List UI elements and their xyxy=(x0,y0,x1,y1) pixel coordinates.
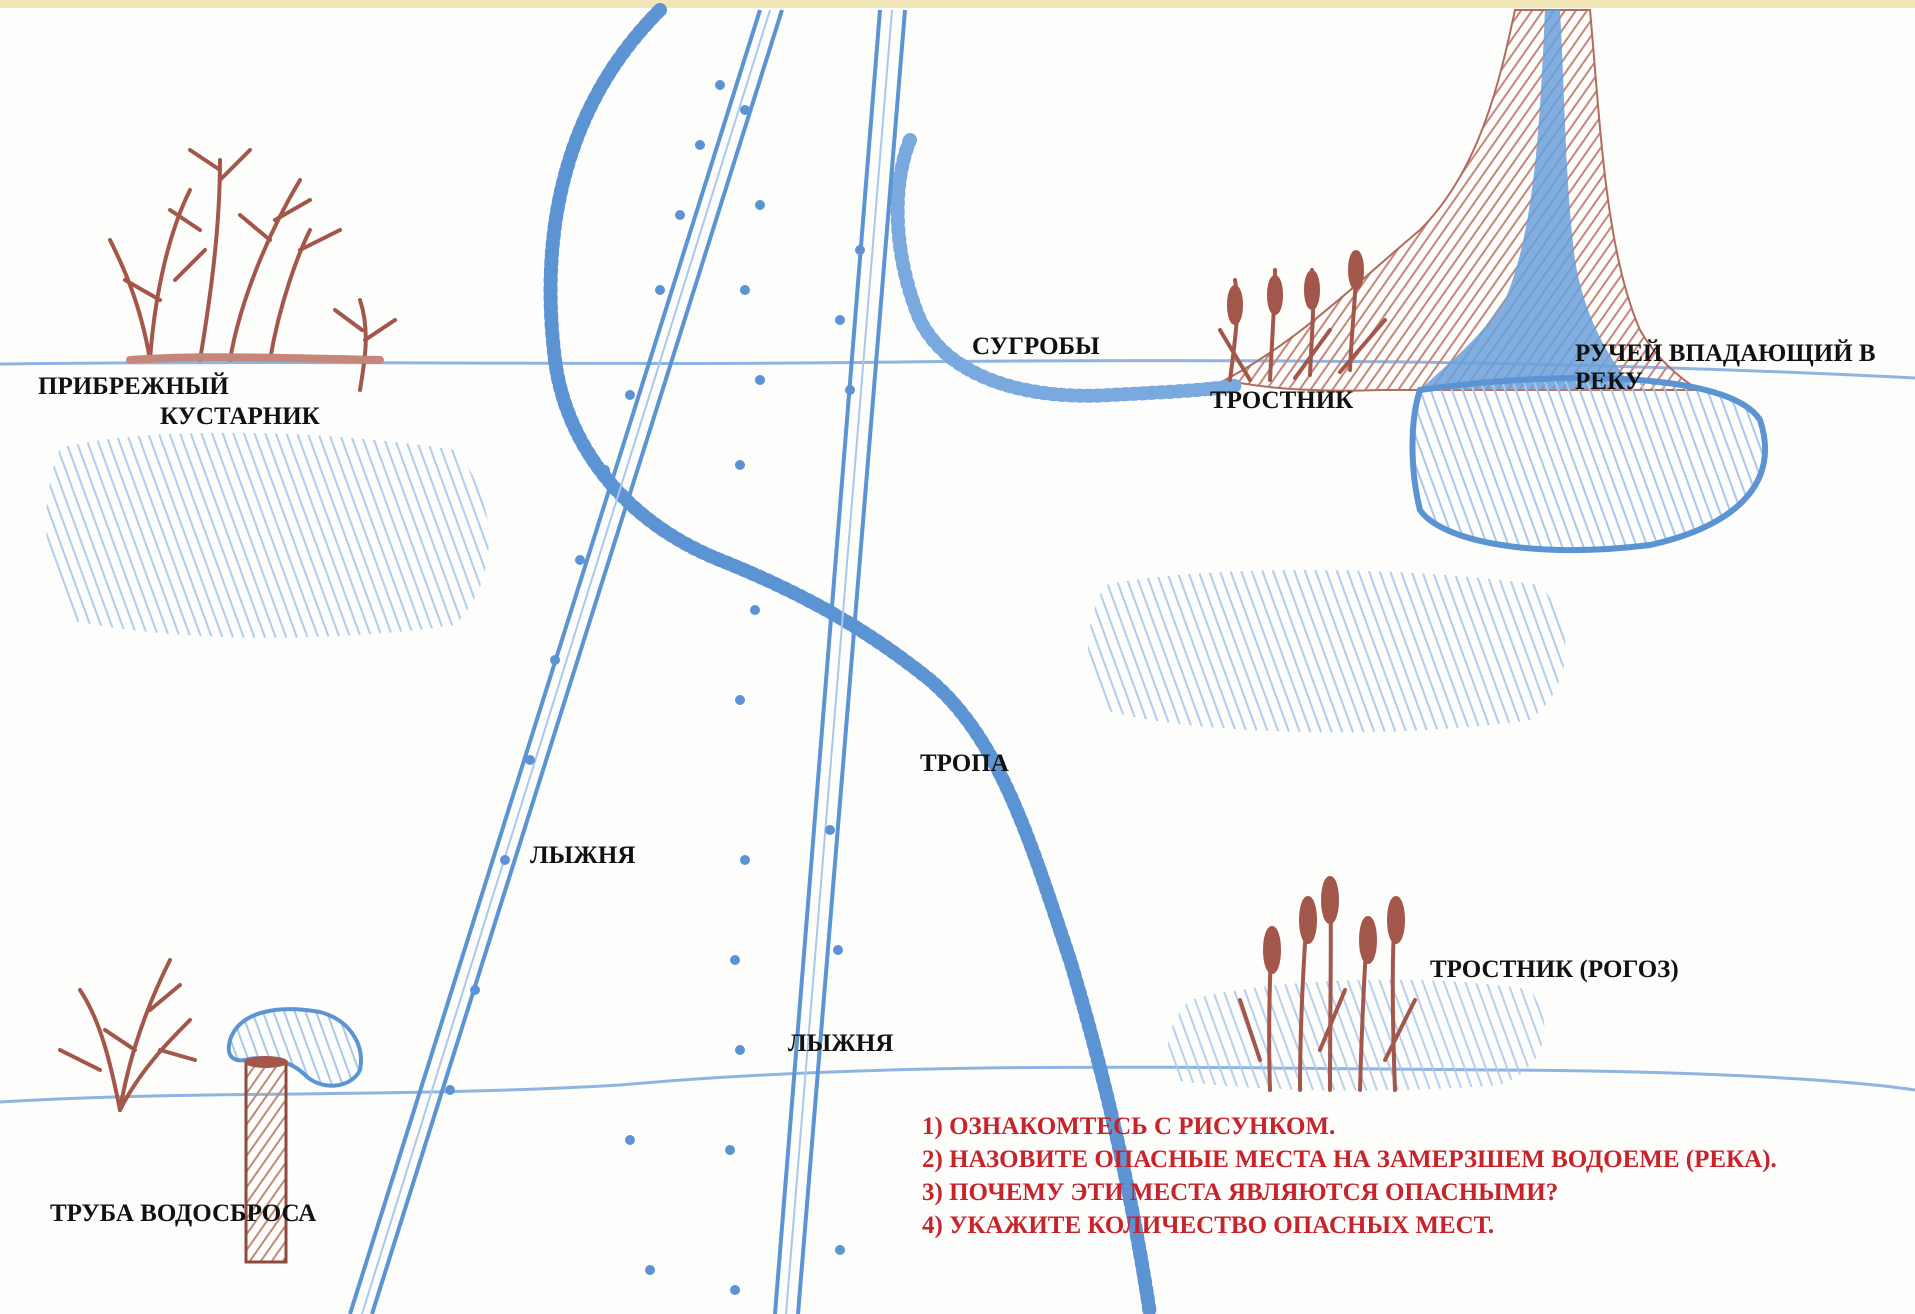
label-snowdrifts: СУГРОБЫ xyxy=(972,333,1100,362)
label-shore-shrub-2: КУСТАРНИК xyxy=(160,403,320,432)
task-1: 1) ОЗНАКОМТЕСЬ С РИСУНКОМ. xyxy=(922,1110,1777,1143)
label-ski-track-left: ЛЫЖНЯ xyxy=(530,842,635,871)
bottom-left-shrub xyxy=(60,960,195,1110)
shore-shrub xyxy=(110,150,395,390)
ski-track-left xyxy=(350,10,782,1314)
label-ski-track-right: ЛЫЖНЯ xyxy=(788,1030,893,1059)
thin-ice-patch-center xyxy=(1088,570,1565,732)
drain-pipe xyxy=(246,1062,286,1262)
label-shore-shrub-1: ПРИБРЕЖНЫЙ xyxy=(38,373,229,402)
top-border xyxy=(0,0,1915,8)
label-stream-1: РУЧЕЙ ВПАДАЮЩИЙ В xyxy=(1575,340,1876,369)
task-list: 1) ОЗНАКОМТЕСЬ С РИСУНКОМ. 2) НАЗОВИТЕ О… xyxy=(922,1110,1777,1242)
stream-ravine xyxy=(1225,10,1700,391)
ski-track-right xyxy=(775,10,905,1314)
label-drain-pipe: ТРУБА ВОДОСБРОСА xyxy=(50,1200,316,1229)
thin-ice-patch-reeds xyxy=(1168,980,1545,1091)
label-reeds: ТРОСТНИК xyxy=(1210,387,1353,416)
task-4: 4) УКАЖИТЕ КОЛИЧЕСТВО ОПАСНЫХ МЕСТ. xyxy=(922,1209,1777,1242)
label-stream-2: РЕКУ xyxy=(1575,368,1643,397)
label-reeds-cattail: ТРОСТНИК (РОГОЗ) xyxy=(1430,956,1679,985)
thin-ice-patch-left xyxy=(46,433,489,638)
stream-mouth-pool xyxy=(1413,378,1766,550)
label-trail: ТРОПА xyxy=(920,750,1009,779)
task-2: 2) НАЗОВИТЕ ОПАСНЫЕ МЕСТА НА ЗАМЕРЗШЕМ В… xyxy=(922,1143,1777,1176)
task-3: 3) ПОЧЕМУ ЭТИ МЕСТА ЯВЛЯЮТСЯ ОПАСНЫМИ? xyxy=(922,1176,1777,1209)
